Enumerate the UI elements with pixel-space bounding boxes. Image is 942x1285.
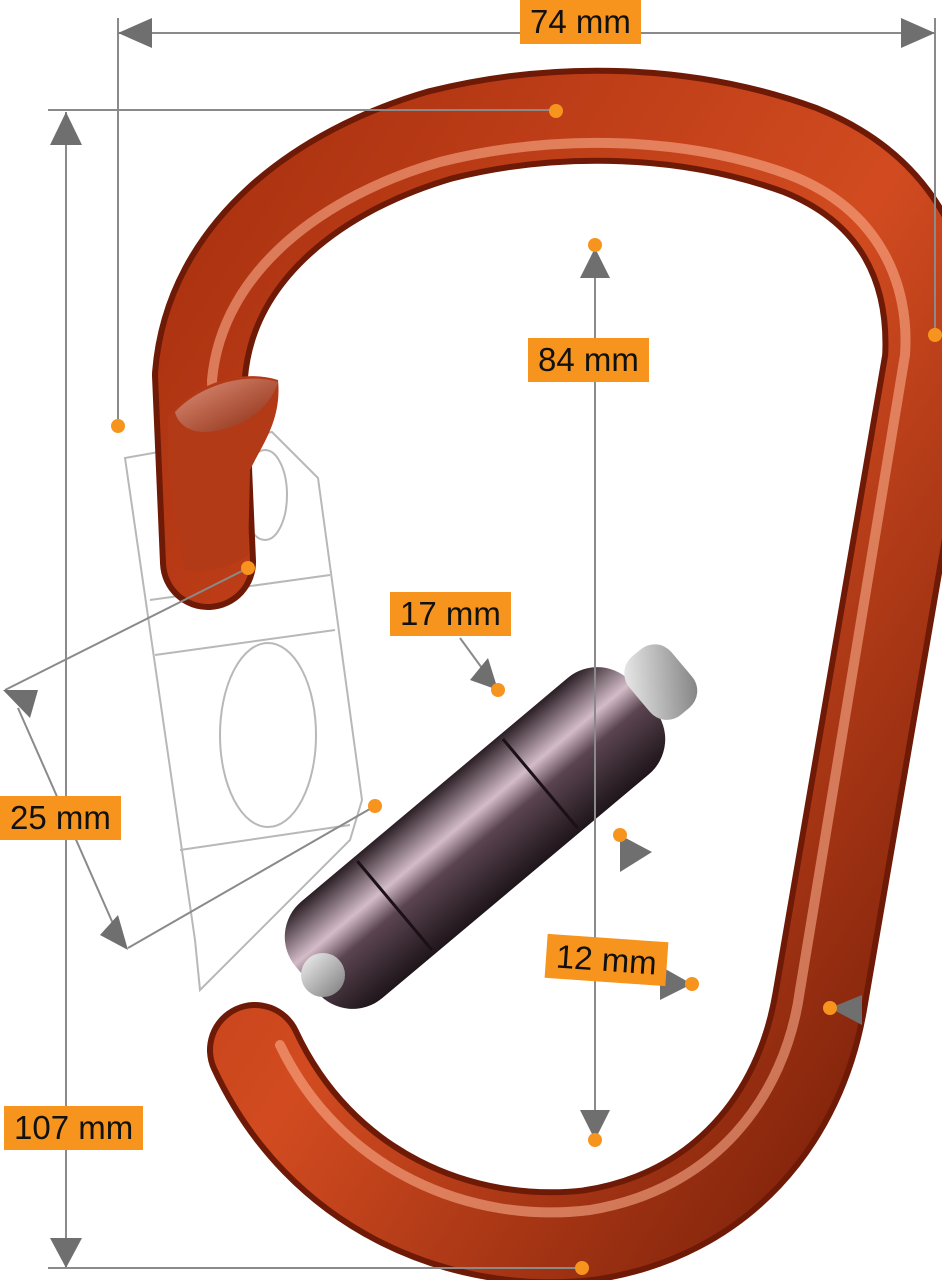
overall-width-label: 74 mm [520, 0, 641, 44]
overall-length-label: 107 mm [4, 1106, 144, 1150]
gate-pin [301, 953, 345, 997]
inner-length-label: 84 mm [528, 338, 649, 382]
measurement-points [111, 104, 942, 1275]
gate-opening-label: 25 mm [0, 796, 121, 840]
bar-diameter-label: 12 mm [544, 933, 669, 987]
locking-sleeve [284, 644, 698, 1009]
carabiner-body [152, 67, 942, 1285]
dimension-arrowheads [3, 18, 935, 1268]
nose-cut-face [168, 376, 279, 572]
sleeve-diameter-label: 17 mm [390, 592, 511, 636]
